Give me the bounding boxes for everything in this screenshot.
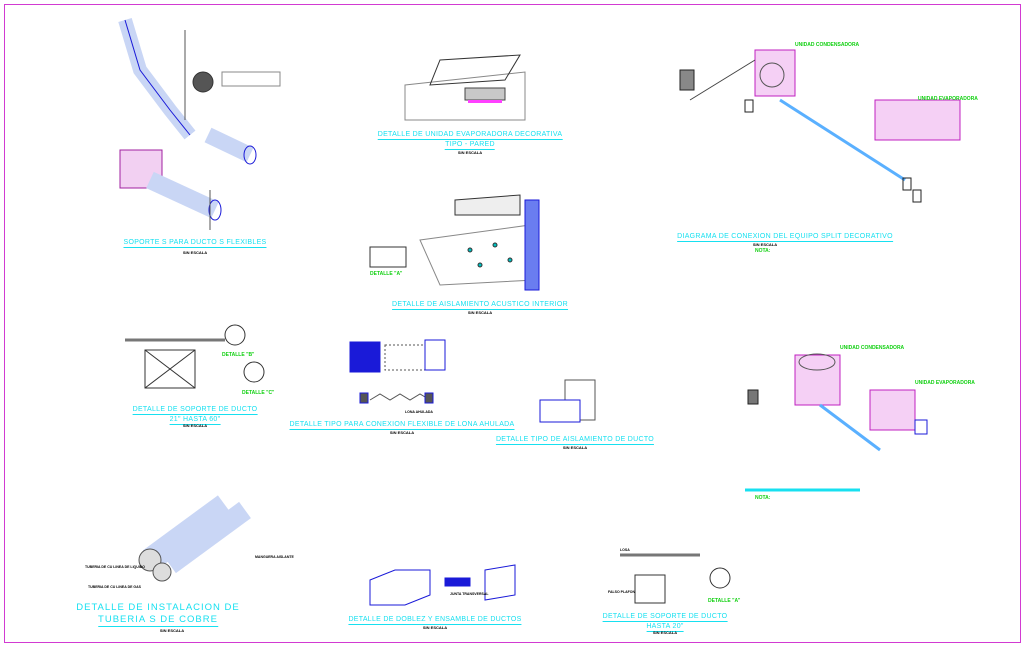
- duct-insulation-drawing: [539, 379, 596, 423]
- scale-note: SIN ESCALA: [389, 430, 415, 435]
- copper-pipe-drawing: [138, 495, 251, 582]
- evaporator-label: UNIDAD EVAPORADORA: [918, 96, 978, 102]
- title-acoustic: DETALLE DE AISLAMIENTO ACUSTICO INTERIOR: [392, 301, 568, 310]
- nota-label: NOTA:: [755, 248, 771, 254]
- scale-note: SIN ESCALA: [457, 150, 483, 155]
- copper-gas-label: TUBERIA DE CU LINEA DE GAS: [88, 585, 142, 589]
- acoustic-drawing: [369, 194, 540, 291]
- plafon-label: FALSO PLAFON: [608, 590, 636, 594]
- flex-duct-drawing: [118, 17, 281, 230]
- scale-note: SIN ESCALA: [752, 242, 778, 247]
- split-diagram-2-drawing: [745, 353, 928, 492]
- junta-label: JUNTA TRANSVERSAL: [450, 592, 489, 596]
- duct-support-drawing: [125, 324, 265, 389]
- flex-connection-drawing: [349, 339, 446, 404]
- condenser-label-2: UNIDAD CONDENSADORA: [840, 345, 905, 351]
- title-duct-insulation: DETALLE TIPO DE AISLAMIENTO DE DUCTO: [495, 436, 655, 445]
- title-flex-supports: SOPORTE S PARA DUCTO S FLEXIBLES: [123, 239, 267, 248]
- detail-b-label: DETALLE "B": [222, 352, 255, 358]
- folding-drawing: [369, 564, 516, 606]
- scale-note: SIN ESCALA: [562, 445, 588, 450]
- insulation-label: MANGUERA AISLANTE: [255, 555, 294, 559]
- title-folding: DETALLE DE DOBLEZ Y ENSAMBLE DE DUCTOS: [348, 616, 522, 625]
- scale-note: SIN ESCALA: [467, 310, 493, 315]
- evap-unit-drawing: [404, 54, 526, 121]
- title-flex-connection: DETALLE TIPO PARA CONEXION FLEXIBLE DE L…: [289, 421, 515, 430]
- title-split-diagram: DIAGRAMA DE CONEXION DEL EQUIPO SPLIT DE…: [677, 233, 893, 242]
- small-support-drawing: [620, 553, 731, 604]
- scale-note: SIN ESCALA: [182, 250, 208, 255]
- detail-a-label: DETALLE "A": [370, 271, 403, 277]
- scale-note: SIN ESCALA: [159, 628, 185, 633]
- split-diagram-drawing: [679, 49, 961, 203]
- condenser-label: UNIDAD CONDENSADORA: [795, 42, 860, 48]
- scale-note: SIN ESCALA: [422, 625, 448, 630]
- detail-a2-label: DETALLE "A": [708, 598, 741, 604]
- copper-liquid-label: TUBERIA DE CU LINEA DE LIQUIDO: [85, 565, 146, 569]
- nota-label-2: NOTA:: [755, 495, 771, 501]
- losa-label: LOSA: [620, 548, 630, 552]
- title-evap-unit: DETALLE DE UNIDAD EVAPORADORA DECORATIVA…: [377, 131, 563, 150]
- drawing-frame: [4, 4, 1021, 643]
- lona-label: LONA AHULADA: [405, 410, 433, 414]
- evaporator-label-2: UNIDAD EVAPORADORA: [915, 380, 975, 386]
- scale-note: SIN ESCALA: [182, 423, 208, 428]
- scale-note: SIN ESCALA: [652, 630, 678, 635]
- detail-c-label: DETALLE "C": [242, 390, 275, 396]
